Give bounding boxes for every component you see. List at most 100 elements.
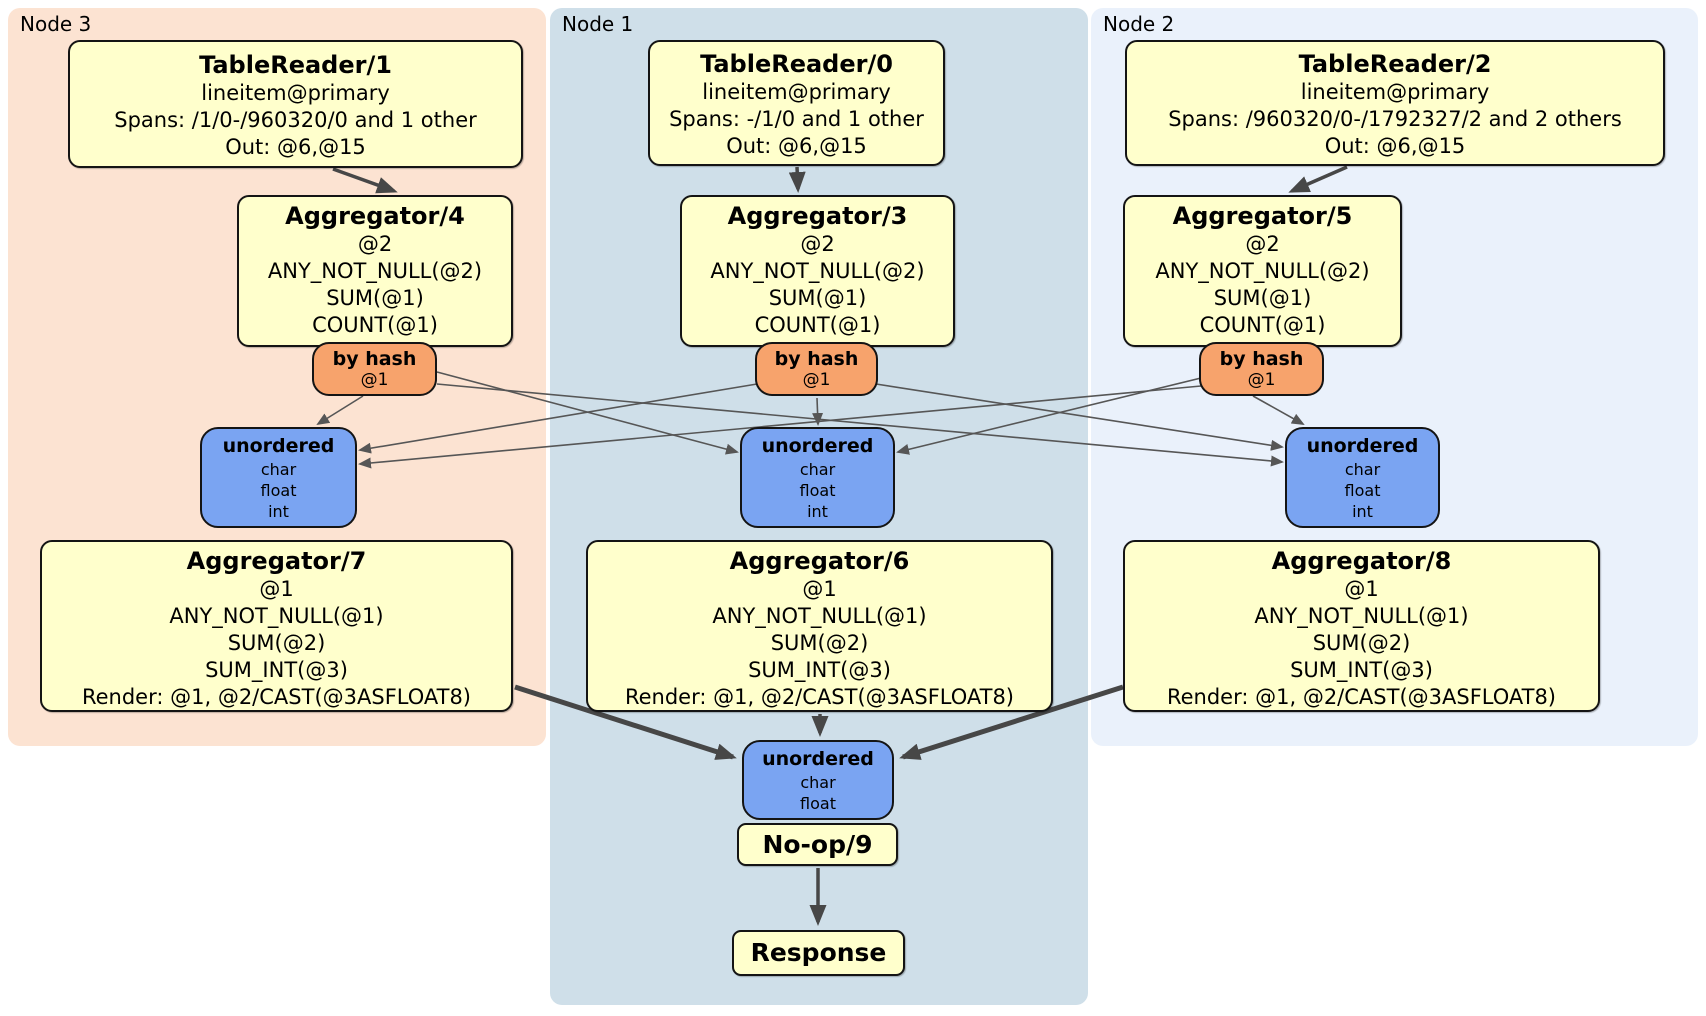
router-key: @1 [360,370,389,390]
box-line: Out: @6,@15 [225,135,366,159]
sync-title: unordered [761,435,874,457]
box-line: lineitem@primary [1300,80,1490,104]
edge-hash3-sync2 [436,383,1284,467]
sync-type: int [807,502,828,521]
box-line: COUNT(@1) [754,313,881,337]
node2-label: Node 2 [1103,12,1175,36]
router-key: @1 [802,370,831,390]
by-hash-router-node2: by hash @1 [1199,342,1324,396]
sync-type: float [799,481,836,500]
box-line: SUM(@2) [770,631,869,655]
edge-hash2-sync2 [1252,395,1305,425]
box-title: Aggregator/8 [1271,547,1452,575]
box-title: TableReader/2 [1298,50,1492,78]
edge-tr1-agg4 [332,167,398,194]
box-line: Render: @1, @2/CAST(@3ASFLOAT8) [624,685,1015,709]
box-line: lineitem@primary [702,80,891,104]
box-line: @1 [259,577,294,601]
sync-type: float [800,794,836,813]
box-line: ANY_NOT_NULL(@2) [267,259,483,283]
router-title: by hash [332,348,417,370]
unordered-sync-node2: unordered char float int [1285,427,1440,528]
box-line: SUM_INT(@3) [1290,658,1433,682]
box-line: @1 [802,577,837,601]
by-hash-router-node1: by hash @1 [755,342,878,396]
router-key: @1 [1247,370,1276,390]
box-title: Aggregator/6 [729,547,910,575]
box-title: Aggregator/7 [186,547,367,575]
box-line: SUM(@1) [326,286,424,310]
sync-type: char [799,460,836,479]
edge-tr2-agg5 [1288,165,1348,193]
box-line: lineitem@primary [201,81,390,105]
box-title: TableReader/0 [700,50,893,78]
router-title: by hash [774,348,859,370]
aggregator-4-box: Aggregator/4 @2 ANY_NOT_NULL(@2) SUM(@1)… [237,195,513,347]
tablereader-0-box: TableReader/0 lineitem@primary Spans: -/… [648,40,945,166]
box-line: Spans: /1/0-/960320/0 and 1 other [114,108,477,132]
box-line: SUM(@1) [768,286,867,310]
box-line: SUM(@1) [1213,286,1312,310]
box-line: @2 [1245,232,1280,256]
edge-agg8-finalsync [899,684,1124,760]
router-title: by hash [1219,348,1304,370]
edge-hash2-sync1 [896,377,1202,455]
sync-title: unordered [762,748,874,770]
box-line: SUM(@2) [1312,631,1411,655]
box-title: TableReader/1 [199,51,392,79]
node1-label: Node 1 [562,12,634,36]
aggregator-5-box: Aggregator/5 @2 ANY_NOT_NULL(@2) SUM(@1)… [1123,195,1402,347]
aggregator-6-box: Aggregator/6 @1 ANY_NOT_NULL(@1) SUM(@2)… [586,540,1053,712]
box-line: @2 [800,232,835,256]
edge-hash2-sync3 [358,385,1202,469]
box-line: Out: @6,@15 [1324,134,1466,158]
sync-type: int [1352,502,1373,521]
box-line: Spans: /960320/0-/1792327/2 and 2 others [1168,107,1622,131]
box-line: SUM(@2) [227,631,326,655]
edge-hash1-sync3 [358,383,758,454]
sync-title: unordered [1306,435,1419,457]
box-title: Aggregator/3 [727,202,908,230]
aggregator-8-box: Aggregator/8 @1 ANY_NOT_NULL(@1) SUM(@2)… [1123,540,1600,712]
box-line: Render: @1, @2/CAST(@3ASFLOAT8) [81,685,472,709]
tablereader-1-box: TableReader/1 lineitem@primary Spans: /1… [68,40,523,168]
sync-type: char [260,460,297,479]
box-line: SUM_INT(@3) [205,658,348,682]
box-line: @1 [1344,577,1379,601]
unordered-sync-node1: unordered char float int [740,427,895,528]
box-line: COUNT(@1) [1199,313,1326,337]
noop-box: No-op/9 [737,823,898,866]
box-line: SUM_INT(@3) [748,658,891,682]
edge-hash1-sync2 [875,383,1284,451]
edge-hash3-sync3 [316,395,364,426]
box-line: Render: @1, @2/CAST(@3ASFLOAT8) [1166,685,1557,709]
box-line: ANY_NOT_NULL(@1) [169,604,384,628]
box-line: COUNT(@1) [312,313,438,337]
box-line: ANY_NOT_NULL(@2) [1155,259,1370,283]
box-line: Out: @6,@15 [726,134,867,158]
sync-type: char [800,773,836,792]
unordered-sync-final: unordered char float [742,740,894,820]
edge-tr0-agg3 [788,166,806,193]
box-line: ANY_NOT_NULL(@1) [1254,604,1469,628]
box-line: ANY_NOT_NULL(@1) [712,604,927,628]
tablereader-2-box: TableReader/2 lineitem@primary Spans: /9… [1125,40,1665,166]
sync-title: unordered [222,435,335,457]
sync-type: int [268,502,289,521]
aggregator-7-box: Aggregator/7 @1 ANY_NOT_NULL(@1) SUM(@2)… [40,540,513,712]
unordered-sync-node3: unordered char float int [200,427,357,528]
edge-hash1-sync1 [812,397,824,426]
box-line: @2 [357,232,393,256]
by-hash-router-node3: by hash @1 [312,342,437,396]
box-title: Aggregator/5 [1172,202,1353,230]
box-line: ANY_NOT_NULL(@2) [710,259,925,283]
box-title: Aggregator/4 [285,202,465,230]
box-line: Spans: -/1/0 and 1 other [669,107,924,131]
sync-type: char [1344,460,1381,479]
sync-type: float [260,481,297,500]
sync-type: float [1344,481,1381,500]
edge-agg7-finalsync [514,684,737,760]
aggregator-3-box: Aggregator/3 @2 ANY_NOT_NULL(@2) SUM(@1)… [680,195,955,347]
